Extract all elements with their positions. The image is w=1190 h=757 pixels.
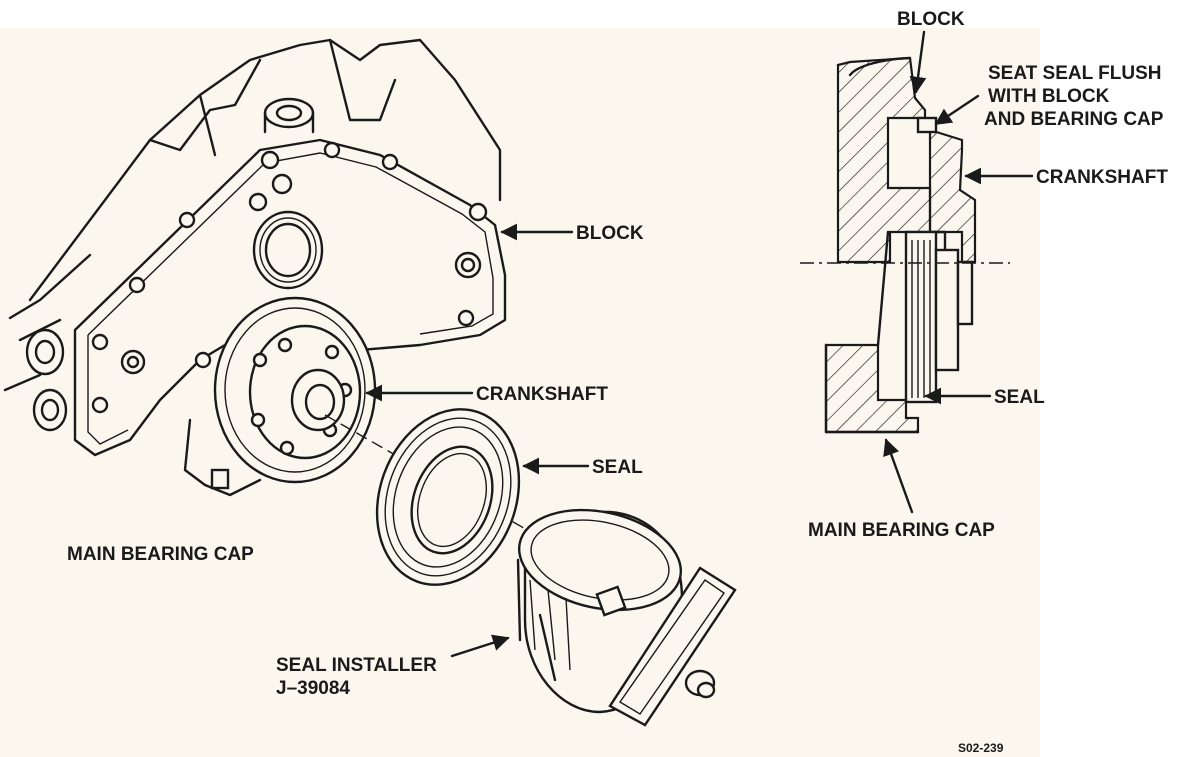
label-block-right: BLOCK [897, 9, 965, 30]
seal-installer-tool [516, 508, 737, 727]
label-seat-seal-line2: WITH BLOCK [988, 86, 1110, 107]
label-block-left: BLOCK [576, 223, 644, 244]
label-seal-installer-line1: SEAL INSTALLER [276, 655, 437, 676]
left-labels: BLOCK CRANKSHAFT SEAL MAIN BEARING CAP S… [67, 223, 644, 699]
label-crankshaft-left: CRANKSHAFT [476, 384, 608, 405]
rear-main-seal [375, 408, 521, 586]
label-seal-left: SEAL [592, 457, 643, 478]
label-seat-seal-line3: AND BEARING CAP [984, 109, 1164, 130]
right-labels: BLOCK SEAT SEAL FLUSH WITH BLOCK AND BEA… [808, 9, 1168, 541]
figure-code: S02-239 [958, 741, 1004, 755]
label-main-bearing-cap-left: MAIN BEARING CAP [67, 544, 254, 565]
seal-cross-section [800, 56, 1010, 434]
label-crankshaft-right: CRANKSHAFT [1036, 167, 1168, 188]
label-seal-right: SEAL [994, 387, 1045, 408]
label-seat-seal-line1: SEAT SEAL FLUSH [988, 63, 1161, 84]
label-seal-installer-line2: J–39084 [276, 678, 350, 699]
engine-block-illustration [3, 38, 507, 497]
label-main-bearing-cap-right: MAIN BEARING CAP [808, 520, 995, 541]
